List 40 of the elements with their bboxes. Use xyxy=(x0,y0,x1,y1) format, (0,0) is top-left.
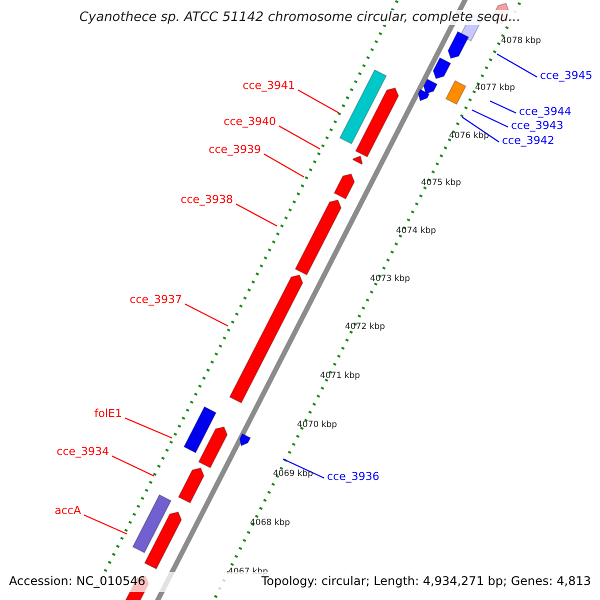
scale-label: 4074 kbp xyxy=(396,226,436,236)
gene-label: cce_3936 xyxy=(327,471,380,482)
gene-label: cce_3942 xyxy=(502,135,554,146)
scale-label: 4071 kbp xyxy=(320,372,360,380)
leader-line xyxy=(496,53,538,78)
gene-label: cce_3945 xyxy=(540,70,592,82)
leader-line xyxy=(472,109,508,128)
gene-label: folE1 xyxy=(94,408,122,420)
scale-label: 4072 kbp xyxy=(345,322,386,332)
gene-label: cce_3941 xyxy=(242,80,295,92)
gene-label: cce_3937 xyxy=(130,294,182,306)
accession-text: Accession: NC_010546 xyxy=(9,574,146,587)
gene-label: cce_3943 xyxy=(511,120,564,132)
leader-line xyxy=(278,125,320,150)
leader-line xyxy=(282,458,324,479)
gene-label: cce_3934 xyxy=(56,446,109,458)
leader-line xyxy=(84,514,128,535)
leader-line xyxy=(184,303,228,327)
gene-label: cce_3940 xyxy=(224,116,276,128)
scale-label: 4073 kbp xyxy=(370,274,410,284)
scale-label: 4078 kbp xyxy=(501,36,542,46)
leader-line xyxy=(264,153,304,178)
scale-label: 4068 kbp xyxy=(250,518,290,528)
leader-line xyxy=(298,89,340,114)
leader-line xyxy=(490,100,516,114)
scale-label: 4076 kbp xyxy=(449,132,490,140)
scale-label: 4069 kbp xyxy=(273,470,314,478)
scale-label: 4070 kbp xyxy=(297,420,338,430)
leader-line xyxy=(112,455,154,477)
leader-line xyxy=(236,203,278,227)
gene-label: cce_3944 xyxy=(519,106,572,118)
gene-label: cce_3938 xyxy=(180,194,233,206)
leader-line xyxy=(462,116,500,142)
leader-line xyxy=(124,417,172,439)
scale-label: 4075 kbp xyxy=(421,178,462,188)
scale-label: 4067 kbp xyxy=(228,568,268,576)
gene-label: accA xyxy=(54,505,81,516)
gene-label: cce_3939 xyxy=(208,144,261,156)
summary-text: Topology: circular; Length: 4,934,271 bp; Genes: 4,813 xyxy=(261,574,591,587)
scale-label: 4077 kbp xyxy=(475,84,516,92)
